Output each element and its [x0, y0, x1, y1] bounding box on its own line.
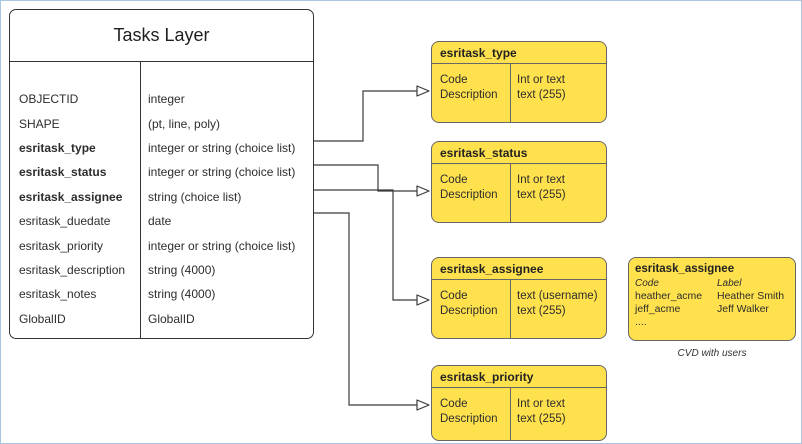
choice-table-esritask-type: esritask_type Code Description Int or te…	[431, 41, 607, 123]
cvd-table-grid: Code Label heather_acme Heather Smith je…	[635, 277, 789, 329]
type-label: Int or text	[517, 398, 565, 410]
column-divider	[140, 62, 141, 338]
field-type: integer or string (choice list)	[148, 140, 296, 155]
choice-table-title: esritask_type	[432, 42, 606, 64]
field-name: esritask_type	[19, 140, 96, 155]
tasks-layer-table: Tasks Layer OBJECTID integer SHAPE (pt, …	[9, 9, 314, 339]
field-name: GlobalID	[19, 311, 66, 326]
field-type: string (choice list)	[148, 189, 242, 204]
type-label: text (255)	[517, 305, 566, 317]
arrowhead-icon	[416, 85, 430, 97]
field-name: esritask_notes	[19, 287, 97, 302]
field-type: integer or string (choice list)	[148, 165, 296, 180]
choice-table-field-column: Code Description	[432, 280, 510, 338]
choice-table-title: esritask_assignee	[432, 258, 606, 280]
choice-table-body: Code Description Int or text text (255)	[432, 164, 606, 222]
choice-table-title: esritask_priority	[432, 366, 606, 388]
field-row: esritask_status integer or string (choic…	[10, 160, 313, 184]
choice-table-esritask-assignee: esritask_assignee Code Description text …	[431, 257, 607, 339]
field-name: esritask_duedate	[19, 214, 111, 229]
choice-table-type-column: Int or text text (255)	[510, 64, 606, 122]
field-row: GlobalID GlobalID	[10, 307, 313, 331]
field-type: date	[148, 214, 172, 229]
field-type: (pt, line, poly)	[148, 116, 221, 131]
cvd-table-esritask-assignee: esritask_assignee Code Label heather_acm…	[628, 257, 796, 341]
field-label: Code	[440, 74, 468, 86]
choice-table-esritask-status: esritask_status Code Description Int or …	[431, 141, 607, 223]
field-name: esritask_priority	[19, 238, 104, 253]
field-name: esritask_status	[19, 165, 107, 180]
choice-table-body: Code Description Int or text text (255)	[432, 388, 606, 440]
type-label: Int or text	[517, 74, 565, 86]
cvd-cell-label: Heather Smith	[717, 290, 785, 302]
field-label: Code	[440, 398, 468, 410]
type-label: text (255)	[517, 189, 566, 201]
cvd-caption: CVD with users	[677, 348, 747, 359]
choice-table-esritask-priority: esritask_priority Code Description Int o…	[431, 365, 607, 441]
field-type: integer or string (choice list)	[148, 238, 296, 253]
choice-table-title: esritask_status	[432, 142, 606, 164]
tasks-layer-title: Tasks Layer	[10, 10, 313, 62]
choice-table-type-column: text (username) text (255)	[510, 280, 606, 338]
cvd-table-title: esritask_assignee	[635, 263, 735, 275]
field-row: esritask_notes string (4000)	[10, 282, 313, 306]
field-row: esritask_assignee string (choice list)	[10, 185, 313, 209]
field-row: esritask_type integer or string (choice …	[10, 136, 313, 160]
arrowhead-icon	[416, 185, 430, 197]
cvd-cell-label	[717, 316, 789, 329]
field-name: OBJECTID	[19, 92, 79, 107]
field-label: Code	[440, 174, 468, 186]
field-label: Description	[440, 413, 498, 425]
field-label: Code	[440, 290, 468, 302]
field-row: OBJECTID integer	[10, 87, 313, 111]
connector-esritask-status	[314, 164, 417, 192]
field-name: esritask_description	[19, 262, 126, 277]
choice-table-type-column: Int or text text (255)	[510, 164, 606, 222]
choice-table-field-column: Code Description	[432, 164, 510, 222]
connector-esritask-priority	[314, 212, 417, 406]
type-label: Int or text	[517, 174, 565, 186]
field-type: string (4000)	[148, 287, 216, 302]
arrowhead-icon	[416, 399, 430, 411]
arrowhead-icon	[416, 294, 430, 306]
field-name: esritask_assignee	[19, 189, 123, 204]
cvd-col-header-code: Code	[635, 278, 659, 289]
field-type: integer	[148, 92, 185, 107]
field-label: Description	[440, 89, 498, 101]
type-label: text (255)	[517, 89, 566, 101]
choice-table-body: Code Description text (username) text (2…	[432, 280, 606, 338]
choice-table-field-column: Code Description	[432, 388, 510, 440]
field-label: Description	[440, 189, 498, 201]
cvd-cell-code: ....	[635, 316, 647, 328]
field-row: SHAPE (pt, line, poly)	[10, 111, 313, 135]
connector-esritask-assignee	[314, 189, 417, 301]
cvd-cell-code: jeff_acme	[635, 303, 681, 315]
type-label: text (username)	[517, 290, 598, 302]
field-type: string (4000)	[148, 262, 216, 277]
field-row: esritask_priority integer or string (cho…	[10, 233, 313, 257]
cvd-cell-code: heather_acme	[635, 290, 703, 302]
choice-table-body: Code Description Int or text text (255)	[432, 64, 606, 122]
field-type: GlobalID	[148, 311, 195, 326]
cvd-cell-label: Jeff Walker	[717, 303, 769, 315]
choice-table-field-column: Code Description	[432, 64, 510, 122]
field-label: Description	[440, 305, 498, 317]
tasks-layer-fields: OBJECTID integer SHAPE (pt, line, poly) …	[10, 87, 313, 331]
field-name: SHAPE	[19, 116, 60, 131]
type-label: text (255)	[517, 413, 566, 425]
connector-esritask-type	[314, 90, 417, 142]
cvd-col-header-label: Label	[717, 278, 742, 289]
field-row: esritask_description string (4000)	[10, 258, 313, 282]
field-row: esritask_duedate date	[10, 209, 313, 233]
choice-table-type-column: Int or text text (255)	[510, 388, 606, 440]
